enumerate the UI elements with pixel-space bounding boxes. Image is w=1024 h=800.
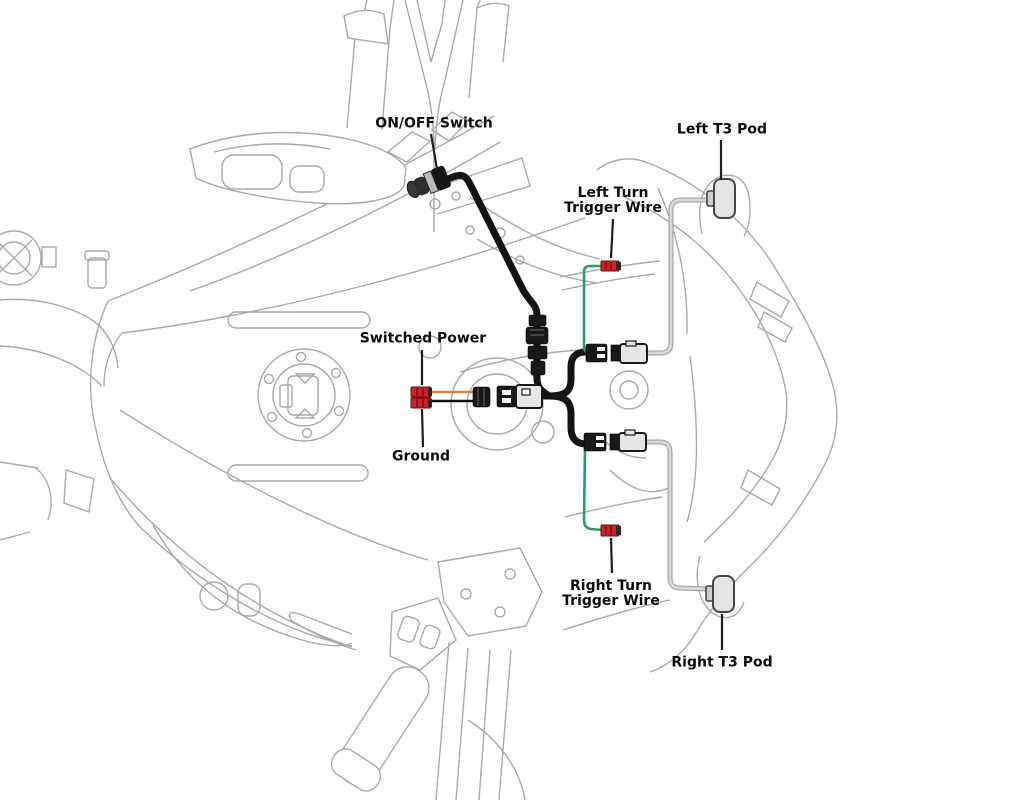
left-turn-tap [600, 260, 621, 272]
switched-power-tap [410, 386, 432, 398]
left-turn-trigger-wire [582, 264, 602, 355]
ground-tap [410, 397, 432, 409]
on-off-switch [406, 165, 451, 199]
label-left-turn-trigger-line1: Left Turn [577, 185, 649, 201]
label-left-turn-trigger: Left Turn Trigger Wire [564, 186, 662, 216]
switch-inline-connectors [525, 314, 549, 376]
label-left-t3-pod: Left T3 Pod [676, 121, 768, 138]
right-pod-wire [646, 439, 710, 592]
label-ground: Ground [392, 448, 450, 465]
harness-branch-lower [545, 392, 592, 448]
motorcycle-outline [0, 0, 838, 800]
harness-branch-upper [545, 348, 593, 400]
right-turn-tap [600, 524, 621, 537]
right-pod-connector-pair [583, 429, 647, 452]
left-pod-wire [647, 197, 710, 356]
label-on-off-switch: ON/OFF Switch [375, 115, 493, 132]
left-t3-pod [706, 178, 736, 219]
label-left-turn-trigger-line2: Trigger Wire [564, 200, 662, 216]
right-turn-trigger-wire [582, 445, 603, 532]
left-pod-connector-pair [585, 340, 648, 364]
label-right-turn-trigger-line1: Right Turn [570, 578, 652, 594]
label-right-t3-pod: Right T3 Pod [671, 654, 773, 671]
label-switched-power: Switched Power [359, 330, 487, 347]
label-right-turn-trigger: Right Turn Trigger Wire [562, 579, 660, 609]
power-connector-pair [472, 384, 543, 409]
right-t3-pod [705, 575, 735, 613]
label-right-turn-trigger-line2: Trigger Wire [562, 593, 660, 609]
label-leader-lines [420, 133, 724, 650]
